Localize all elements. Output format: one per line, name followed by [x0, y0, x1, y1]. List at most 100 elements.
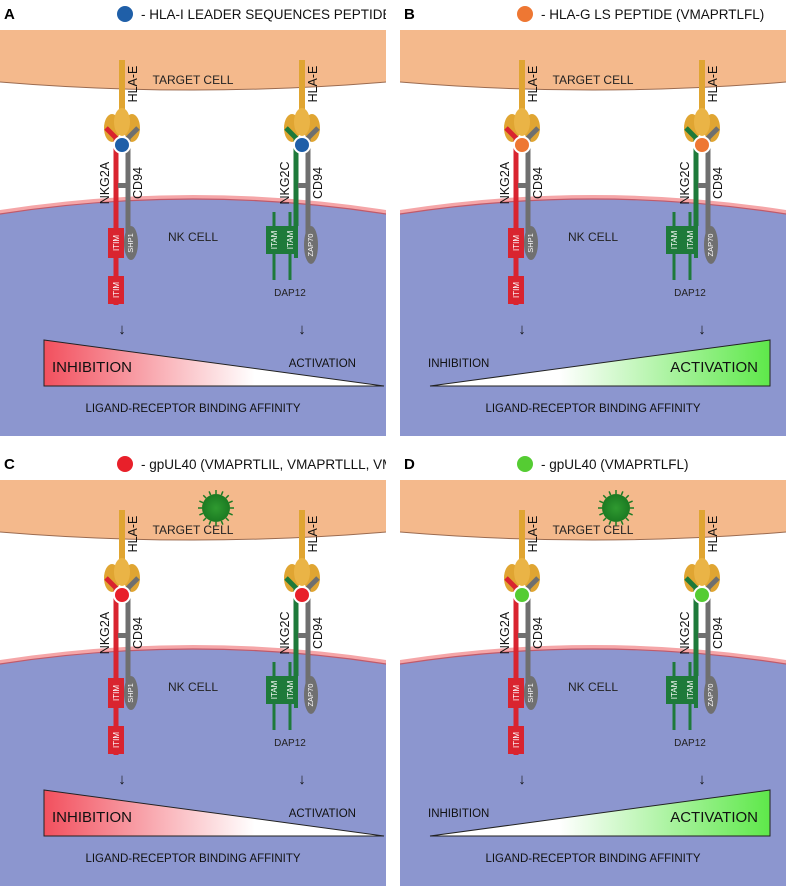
- itam-box: [266, 226, 282, 254]
- peptide: [295, 588, 309, 602]
- legend-text: - gpUL40 (VMAPRTLFL): [541, 457, 689, 472]
- activation-gradient-wedge: [429, 789, 771, 837]
- down-arrow-icon: ↓: [298, 771, 306, 788]
- zap70-label: ZAP70: [706, 234, 715, 257]
- legend-text: - HLA-I LEADER SEQUENCES PEPTIDES: [141, 7, 386, 22]
- cd94-label: CD94: [531, 167, 545, 199]
- nk-cell-membrane: [0, 645, 386, 664]
- itim-box: [508, 276, 524, 304]
- cd94-label: CD94: [131, 167, 145, 199]
- receptor-chain: [504, 576, 519, 676]
- itim-box: [108, 276, 124, 304]
- itam-label: ITAM: [686, 680, 695, 699]
- dap12-label: DAP12: [674, 738, 706, 749]
- panel-svg: B- HLA-G LS PEPTIDE (VMAPRTLFL)TARGET CE…: [400, 6, 786, 436]
- dap12-label: DAP12: [274, 738, 306, 749]
- nkg2a-label: NKG2A: [498, 161, 512, 204]
- legend-text: - HLA-G LS PEPTIDE (VMAPRTLFL): [541, 7, 764, 22]
- cd94-label: CD94: [311, 617, 325, 649]
- itam-box: [682, 676, 698, 704]
- target-cell: [0, 480, 386, 540]
- nk-cell-label: NK CELL: [568, 680, 618, 694]
- dap12-label: DAP12: [674, 288, 706, 299]
- nkg2c-label: NKG2C: [678, 611, 692, 654]
- panel-svg: C - gpUL40 (VMAPRTLIL, VMAPRTLLL, VMAPRTL…: [0, 456, 386, 886]
- chain-linker: [518, 183, 526, 188]
- legend-peptide-dot: [517, 456, 533, 472]
- shp1-protein: [524, 676, 538, 710]
- hla-e-stalk: [119, 510, 125, 568]
- down-arrow-icon: ↓: [118, 771, 126, 788]
- nk-membrane-line: [0, 648, 386, 665]
- itim-label: ITIM: [512, 732, 521, 748]
- chain-linker: [118, 183, 126, 188]
- receptor-chain: [684, 576, 699, 676]
- shp1-label: SHP1: [126, 683, 135, 703]
- binding-affinity-label: LIGAND-RECEPTOR BINDING AFFINITY: [485, 853, 700, 865]
- cd94-chain: [525, 126, 540, 248]
- chain-linker: [118, 633, 126, 638]
- peptide: [115, 588, 129, 602]
- gradient-small-label: ACTIVATION: [289, 358, 356, 370]
- inhibition-gradient-wedge: [43, 789, 385, 837]
- down-arrow-icon: ↓: [698, 771, 706, 788]
- itim-label: ITIM: [112, 685, 121, 701]
- hla-e-stalk: [119, 60, 125, 118]
- legend-text: - gpUL40 (VMAPRTLIL, VMAPRTLLL, VMAPRTLV…: [141, 457, 386, 472]
- target-cell: [0, 30, 386, 90]
- peptide: [515, 588, 529, 602]
- chain-linker: [698, 633, 706, 638]
- cd94-label: CD94: [311, 167, 325, 199]
- nkg2c-label: NKG2C: [278, 611, 292, 654]
- hla-e-stalk: [299, 60, 305, 118]
- receptor-chain: [104, 126, 119, 226]
- zap70-protein: [304, 676, 318, 714]
- nk-cell-membrane: [400, 195, 786, 214]
- shp1-protein: [124, 676, 138, 710]
- target-cell-label: TARGET CELL: [553, 523, 634, 537]
- dap12-label: DAP12: [274, 288, 306, 299]
- virus-icon: [198, 490, 234, 526]
- nk-cell-label: NK CELL: [568, 230, 618, 244]
- shp1-label: SHP1: [126, 233, 135, 253]
- itim-label: ITIM: [112, 235, 121, 251]
- target-cell: [400, 30, 786, 90]
- nkg2a-label: NKG2A: [98, 161, 112, 204]
- itim-box: [508, 228, 524, 258]
- receptor-chain: [504, 126, 519, 226]
- hla-e-label: HLA-E: [126, 66, 140, 103]
- hla-e-domain: [294, 108, 310, 136]
- itam-box: [266, 676, 282, 704]
- hla-e-stalk: [519, 510, 525, 568]
- target-cell-label: TARGET CELL: [153, 523, 234, 537]
- itam-box: [666, 676, 682, 704]
- legend-peptide-dot: [117, 456, 133, 472]
- receptor-chain: [284, 576, 299, 676]
- hla-e-label: HLA-E: [306, 516, 320, 553]
- zap70-protein: [704, 676, 718, 714]
- nkg2a-label: NKG2A: [498, 611, 512, 654]
- chain-linker: [298, 633, 306, 638]
- panel-svg: A- HLA-I LEADER SEQUENCES PEPTIDESTARGET…: [0, 6, 386, 436]
- nk-membrane-line: [0, 198, 386, 215]
- hla-e-domain: [294, 558, 310, 586]
- itam-label: ITAM: [286, 680, 295, 699]
- itam-box: [282, 226, 298, 254]
- cd94-chain: [305, 126, 320, 248]
- gradient-big-label: ACTIVATION: [670, 359, 758, 376]
- cd94-label: CD94: [711, 167, 725, 199]
- down-arrow-icon: ↓: [698, 321, 706, 338]
- itim-label: ITIM: [112, 282, 121, 298]
- panel-c: C - gpUL40 (VMAPRTLIL, VMAPRTLLL, VMAPRTL…: [0, 450, 386, 886]
- binding-affinity-label: LIGAND-RECEPTOR BINDING AFFINITY: [485, 403, 700, 415]
- panel-label: C: [4, 456, 15, 473]
- nk-membrane-line: [400, 648, 786, 665]
- cd94-chain: [705, 126, 720, 248]
- itim-label: ITIM: [512, 235, 521, 251]
- gradient-small-label: ACTIVATION: [289, 808, 356, 820]
- zap70-protein: [304, 226, 318, 264]
- cd94-label: CD94: [531, 617, 545, 649]
